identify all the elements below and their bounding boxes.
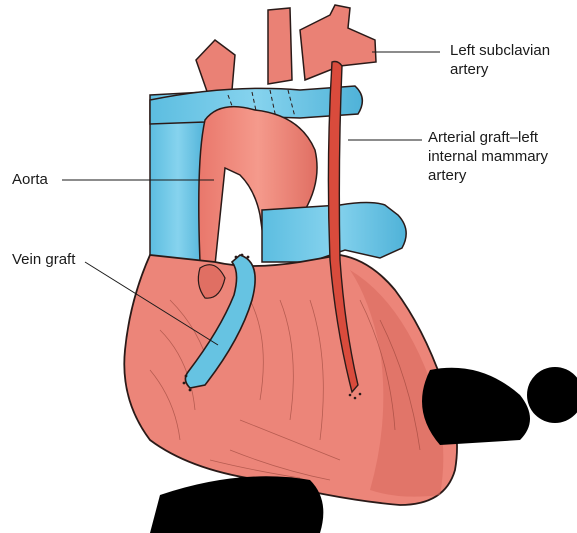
carotid-branch <box>268 8 292 84</box>
label-vein-graft: Vein graft <box>12 250 75 269</box>
label-arterial-graft: Arterial graft–left internal mammary art… <box>428 128 548 185</box>
label-aorta: Aorta <box>12 170 48 189</box>
label-left-subclavian-artery: Left subclavian artery <box>450 41 550 79</box>
